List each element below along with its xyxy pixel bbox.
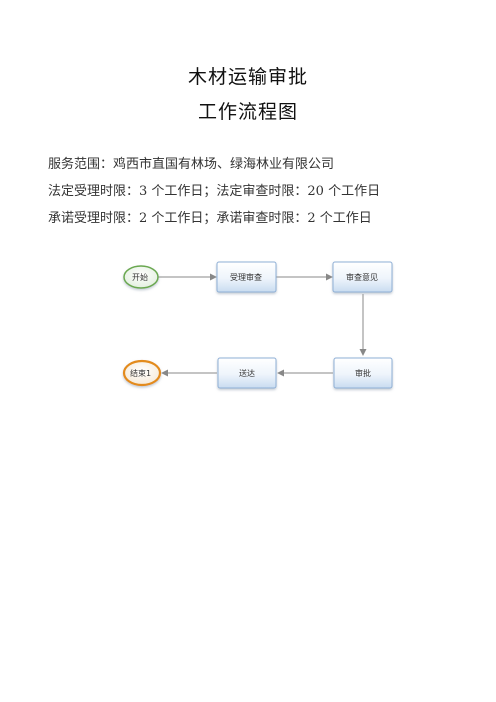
start-node-label: 开始 [132, 272, 148, 282]
document-title-line1: 木材运输审批 [187, 66, 308, 88]
document-title-line2: 工作流程图 [197, 101, 298, 123]
end-node [122, 359, 162, 387]
accept-review-label: 受理审查 [230, 272, 262, 282]
review-opinion-node [332, 261, 393, 293]
service-scope-text: 服务范围：鸡西市直国有林场、绿海林业有限公司 [48, 157, 335, 172]
approve-label: 审批 [355, 368, 371, 378]
review-opinion-label: 审查意见 [346, 272, 378, 282]
end-node-label: 结束1 [130, 368, 151, 378]
deliver-node [217, 357, 277, 389]
approve-node [333, 357, 393, 389]
legal-time-limit-text: 法定受理时限：3 个工作日；法定审查时限：20 个工作日 [48, 184, 381, 199]
accept-review-node [216, 261, 277, 293]
deliver-label: 送达 [239, 368, 255, 378]
promised-time-limit-text: 承诺受理时限：2 个工作日；承诺审查时限：2 个工作日 [48, 211, 372, 226]
start-node [123, 265, 159, 289]
